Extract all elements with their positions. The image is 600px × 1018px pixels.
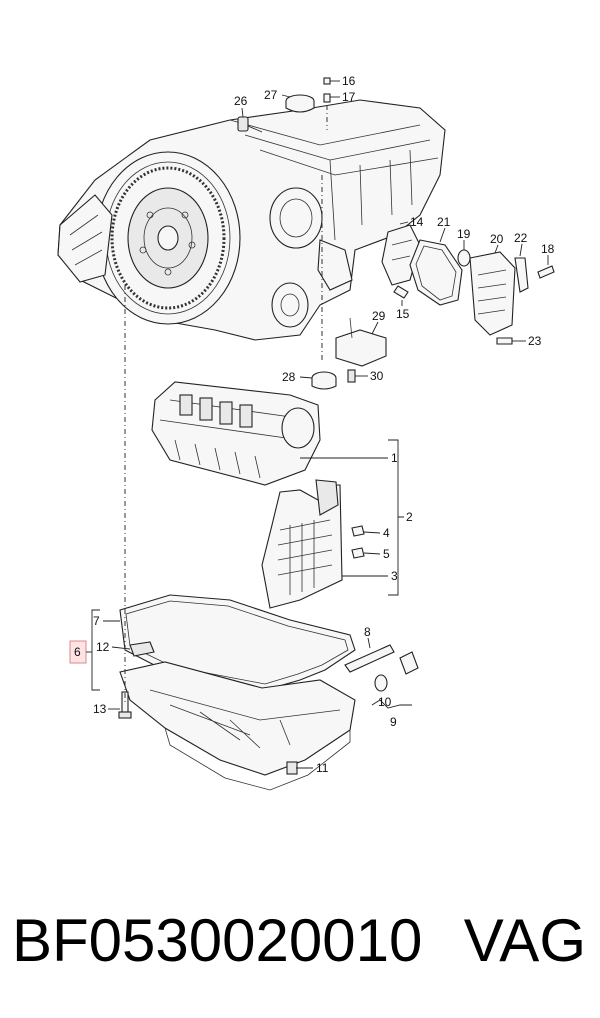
- callout-23: 23: [528, 334, 542, 348]
- callout-20: 20: [490, 232, 504, 246]
- callout-21: 21: [437, 215, 451, 229]
- callout-7: 7: [93, 614, 100, 628]
- callout-8: 8: [364, 625, 371, 639]
- upper-small-parts: [237, 77, 555, 390]
- callout-labels: 1 2 3 4 5 6 7 8 9 10 11 12 13 14 15 16 1…: [74, 74, 555, 775]
- caption-bar: BF0530020010 VAG: [0, 895, 600, 985]
- callout-30: 30: [370, 369, 384, 383]
- callout-17: 17: [342, 90, 356, 104]
- oil-pan-assembly: [118, 594, 419, 791]
- callout-1: 1: [391, 451, 398, 465]
- callout-29: 29: [372, 309, 386, 323]
- callout-5: 5: [383, 547, 390, 561]
- callout-26: 26: [234, 94, 248, 108]
- brand-name: VAG: [463, 906, 586, 974]
- valve-body: [151, 381, 321, 486]
- callout-3: 3: [391, 569, 398, 583]
- callout-12: 12: [96, 640, 110, 654]
- callout-18: 18: [541, 242, 555, 256]
- leader-lines: [86, 80, 549, 769]
- callout-9: 9: [390, 715, 397, 729]
- callout-6: 6: [74, 645, 81, 659]
- callout-11: 11: [316, 761, 329, 775]
- callout-13: 13: [93, 702, 107, 716]
- part-number: BF0530020010: [12, 906, 423, 974]
- callout-27: 27: [264, 88, 278, 102]
- callout-19: 19: [457, 227, 471, 241]
- callout-15: 15: [396, 307, 410, 321]
- control-unit: [261, 479, 365, 609]
- callout-4: 4: [383, 526, 390, 540]
- callout-16: 16: [342, 74, 356, 88]
- callout-10: 10: [378, 695, 392, 709]
- callout-22: 22: [514, 231, 528, 245]
- exploded-parts-diagram: 1 2 3 4 5 6 7 8 9 10 11 12 13 14 15 16 1…: [57, 74, 555, 791]
- transmission-housing: [57, 99, 446, 341]
- callout-2: 2: [406, 510, 413, 524]
- callout-28: 28: [282, 370, 296, 384]
- callout-14: 14: [410, 215, 424, 229]
